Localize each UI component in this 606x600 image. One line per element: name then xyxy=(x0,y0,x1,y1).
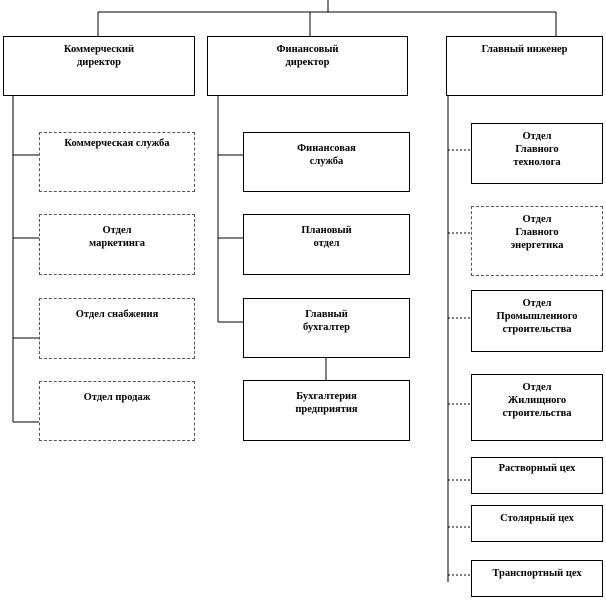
planning-department-box: Плановый отдел xyxy=(243,214,410,275)
financial-director-box: Финансовый директор xyxy=(207,36,408,96)
chief-accountant-box: Главный бухгалтер xyxy=(243,298,410,358)
chief-technologist-department-box: Отдел Главного технолога xyxy=(471,123,603,184)
mortar-shop-box: Растворный цех xyxy=(471,457,603,494)
carpentry-shop-box: Столярный цех xyxy=(471,505,603,542)
housing-construction-department-box: Отдел Жилищного строительства xyxy=(471,374,603,441)
chief-power-engineer-department-box: Отдел Главного энергетика xyxy=(471,206,603,276)
enterprise-accounting-box: Бухгалтерия предприятия xyxy=(243,380,410,441)
supply-department-box: Отдел снабжения xyxy=(39,298,195,359)
chief-engineer-box: Главный инженер xyxy=(446,36,603,96)
commercial-director-box: Коммерческий директор xyxy=(3,36,195,96)
financial-service-box: Финансовая служба xyxy=(243,132,410,192)
sales-department-box: Отдел продаж xyxy=(39,381,195,441)
marketing-department-box: Отдел маркетинга xyxy=(39,214,195,275)
transport-shop-box: Транспортный цех xyxy=(471,560,603,597)
commercial-service-box: Коммерческая служба xyxy=(39,132,195,192)
industrial-construction-department-box: Отдел Промышленного строительства xyxy=(471,290,603,352)
